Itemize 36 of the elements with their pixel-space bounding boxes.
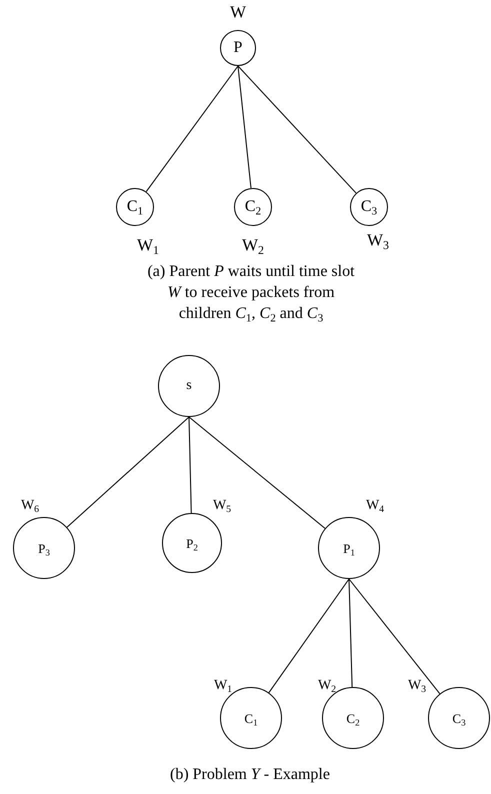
caption-text: (b) Problem Y - Example [169, 765, 331, 785]
node-label: s [186, 379, 192, 393]
connector-line [188, 416, 192, 514]
weight-label: W [230, 4, 246, 20]
node-label: C$_{1}$ [244, 712, 258, 724]
node-circle [220, 30, 256, 66]
weight-label: W$_{1}$ [214, 679, 232, 693]
node-label: C$_{2}$ [346, 712, 360, 724]
node-label: P$_{2}$ [186, 536, 198, 550]
weight-label: W$_{2}$ [242, 236, 264, 254]
connector-line [348, 578, 440, 694]
connector-line [146, 66, 238, 192]
weight-label: W$_{3}$ [408, 679, 426, 693]
connector-line [188, 416, 326, 529]
node-label: P$_{3}$ [38, 542, 50, 554]
connector-line [348, 578, 353, 688]
node-label: C$_{1}$ [126, 199, 144, 215]
node-circle [116, 188, 154, 226]
weight-label: W$_{4}$ [366, 499, 384, 513]
weight-label: W$_{5}$ [212, 499, 232, 513]
node-label: C$_{2}$ [244, 199, 262, 215]
node-label: P [234, 40, 242, 56]
node-circle [234, 188, 272, 226]
weight-label: W$_{1}$ [137, 236, 159, 254]
node-label: C$_{3}$ [452, 712, 466, 724]
node-label: P$_{1}$ [343, 542, 355, 554]
weight-label: W$_{6}$ [20, 499, 40, 513]
connector-line [66, 416, 190, 528]
connector-line [268, 578, 350, 694]
connector-line [238, 66, 357, 194]
node-label: C$_{3}$ [360, 199, 378, 215]
node-circle [350, 188, 388, 226]
connector-line [238, 66, 252, 189]
caption-text: (a) Parent P waits until time slot W to receive packets from children C$_{1}$, C$_{2}$ and C$_{3}$ [146, 262, 356, 324]
weight-label: W$_{3}$ [367, 232, 389, 248]
weight-label: W$_{2}$ [318, 679, 336, 693]
